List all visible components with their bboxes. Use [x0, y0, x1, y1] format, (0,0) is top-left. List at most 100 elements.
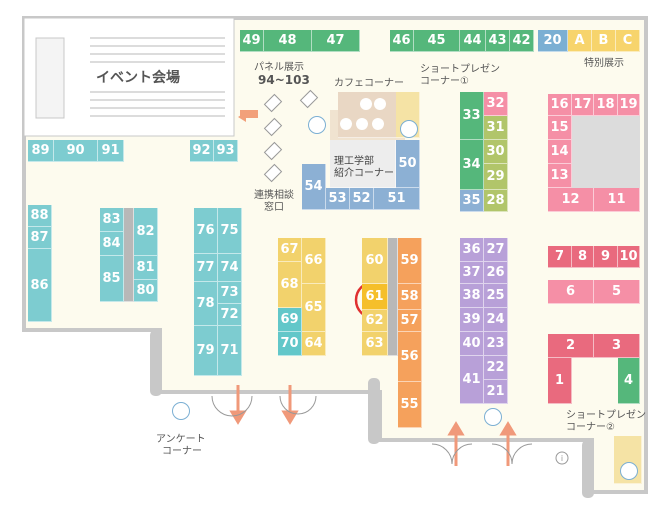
booth-59[interactable]: 59: [398, 238, 422, 284]
booth-84[interactable]: 84: [100, 232, 124, 256]
booth-51[interactable]: 51: [374, 188, 420, 210]
booth-A[interactable]: A: [568, 30, 592, 52]
short-pres-1-label: ショートプレゼン: [420, 64, 500, 75]
booth-31[interactable]: 31: [484, 116, 508, 140]
booth-36[interactable]: 36: [460, 238, 484, 262]
booth-55[interactable]: 55: [398, 382, 422, 428]
booth-5[interactable]: 5: [594, 280, 640, 304]
booth-89[interactable]: 89: [28, 140, 54, 162]
booth-20[interactable]: 20: [538, 30, 568, 52]
booth-45[interactable]: 45: [414, 30, 460, 52]
booth-61[interactable]: 61: [362, 284, 388, 310]
booth-85[interactable]: 85: [100, 256, 124, 302]
booth-74[interactable]: 74: [218, 254, 242, 282]
booth-40[interactable]: 40: [460, 332, 484, 356]
booth-25[interactable]: 25: [484, 284, 508, 308]
booth-70[interactable]: 70: [278, 332, 302, 356]
booth-34[interactable]: 34: [460, 140, 484, 190]
booth-41[interactable]: 41: [460, 356, 484, 404]
booth-52[interactable]: 52: [350, 188, 374, 210]
booth-68[interactable]: 68: [278, 262, 302, 308]
booth-47[interactable]: 47: [312, 30, 360, 52]
booth-24[interactable]: 24: [484, 308, 508, 332]
booth-60[interactable]: 60: [362, 238, 388, 284]
booth-14[interactable]: 14: [548, 140, 572, 164]
booth-87[interactable]: 87: [28, 227, 52, 249]
booth-88[interactable]: 88: [28, 205, 52, 227]
booth-10[interactable]: 10: [618, 246, 640, 268]
booth-17[interactable]: 17: [572, 94, 594, 116]
booth-62[interactable]: 62: [362, 310, 388, 332]
booth-48[interactable]: 48: [264, 30, 312, 52]
booth-33[interactable]: 33: [460, 92, 484, 140]
booth-9[interactable]: 9: [594, 246, 618, 268]
booth-53[interactable]: 53: [326, 188, 350, 210]
booth-80[interactable]: 80: [134, 280, 158, 302]
booth-43[interactable]: 43: [486, 30, 510, 52]
booth-15[interactable]: 15: [548, 116, 572, 140]
booth-3[interactable]: 3: [594, 334, 640, 358]
booth-16[interactable]: 16: [548, 94, 572, 116]
booth-12[interactable]: 12: [548, 188, 594, 212]
booth-65[interactable]: 65: [302, 284, 326, 332]
booth-77[interactable]: 77: [194, 254, 218, 282]
booth-92[interactable]: 92: [190, 140, 214, 162]
booth-18[interactable]: 18: [594, 94, 618, 116]
booth-73[interactable]: 73: [218, 282, 242, 304]
booth-13[interactable]: 13: [548, 164, 572, 188]
booth-72[interactable]: 72: [218, 304, 242, 326]
booth-57[interactable]: 57: [398, 310, 422, 332]
booth-37[interactable]: 37: [460, 262, 484, 284]
booth-39[interactable]: 39: [460, 308, 484, 332]
booth-22[interactable]: 22: [484, 356, 508, 380]
svg-text:i: i: [561, 454, 563, 463]
booth-B[interactable]: B: [592, 30, 616, 52]
booth-30[interactable]: 30: [484, 140, 508, 164]
booth-50[interactable]: 50: [396, 140, 420, 188]
booth-42[interactable]: 42: [510, 30, 534, 52]
booth-79[interactable]: 79: [194, 326, 218, 376]
booth-32[interactable]: 32: [484, 92, 508, 116]
booth-56[interactable]: 56: [398, 332, 422, 382]
booth-C[interactable]: C: [616, 30, 640, 52]
survey-icon: [172, 402, 190, 420]
booth-29[interactable]: 29: [484, 164, 508, 190]
booth-21[interactable]: 21: [484, 380, 508, 404]
booth-28[interactable]: 28: [484, 190, 508, 212]
booth-46[interactable]: 46: [390, 30, 414, 52]
booth-1[interactable]: 1: [548, 358, 572, 404]
booth-86[interactable]: 86: [28, 249, 52, 322]
booth-2[interactable]: 2: [548, 334, 594, 358]
booth-76[interactable]: 76: [194, 208, 218, 254]
booth-23[interactable]: 23: [484, 332, 508, 356]
booth-44[interactable]: 44: [460, 30, 486, 52]
booth-35[interactable]: 35: [460, 190, 484, 212]
booth-83[interactable]: 83: [100, 208, 124, 232]
booth-19[interactable]: 19: [618, 94, 640, 116]
booth-81[interactable]: 81: [134, 256, 158, 280]
booth-8[interactable]: 8: [572, 246, 594, 268]
booth-64[interactable]: 64: [302, 332, 326, 356]
booth-4[interactable]: 4: [618, 358, 640, 404]
booth-7[interactable]: 7: [548, 246, 572, 268]
booth-93[interactable]: 93: [214, 140, 238, 162]
booth-27[interactable]: 27: [484, 238, 508, 262]
booth-66[interactable]: 66: [302, 238, 326, 284]
booth-6[interactable]: 6: [548, 280, 594, 304]
booth-75[interactable]: 75: [218, 208, 242, 254]
booth-91[interactable]: 91: [98, 140, 124, 162]
booth-26[interactable]: 26: [484, 262, 508, 284]
booth-11[interactable]: 11: [594, 188, 640, 212]
booth-63[interactable]: 63: [362, 332, 388, 356]
booth-38[interactable]: 38: [460, 284, 484, 308]
booth-78[interactable]: 78: [194, 282, 218, 326]
booth-54[interactable]: 54: [302, 164, 326, 210]
booth-71[interactable]: 71: [218, 326, 242, 376]
booth-67[interactable]: 67: [278, 238, 302, 262]
booth-58[interactable]: 58: [398, 284, 422, 310]
booth-49[interactable]: 49: [240, 30, 264, 52]
booth-69[interactable]: 69: [278, 308, 302, 332]
booth-90[interactable]: 90: [54, 140, 98, 162]
booth-82[interactable]: 82: [134, 208, 158, 256]
